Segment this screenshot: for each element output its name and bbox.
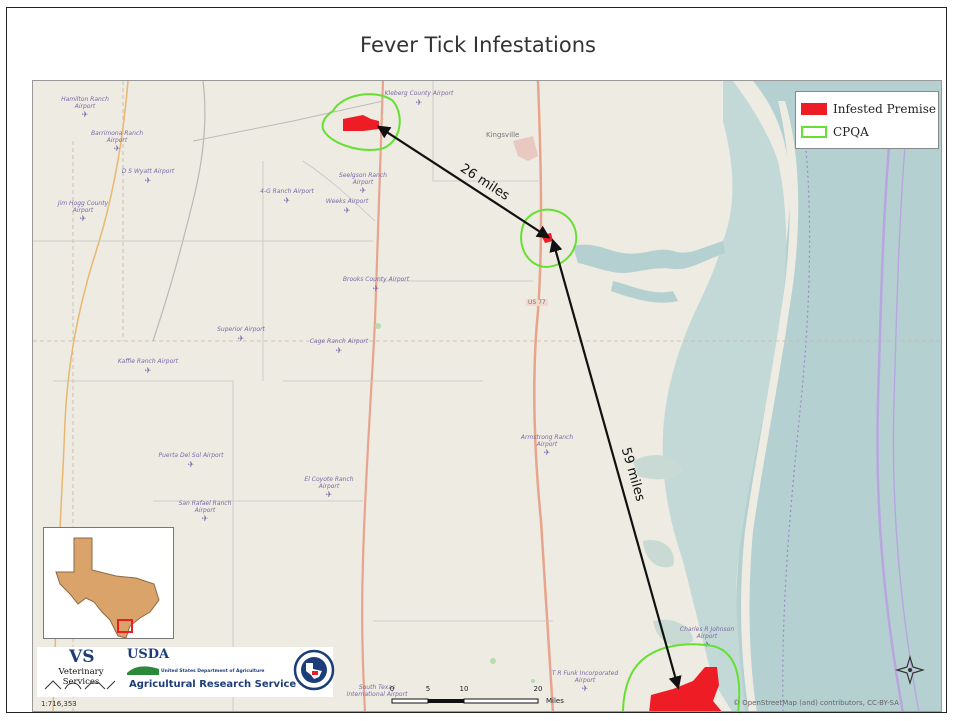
airplane-icon: ✈ <box>335 345 343 355</box>
airplane-icon: ✈ <box>415 97 423 107</box>
texas-locator-inset <box>43 527 174 639</box>
infested-premise-north <box>343 115 379 131</box>
airplane-icon: ✈ <box>359 186 367 195</box>
airplane-icon: ✈ <box>201 514 209 523</box>
distance-arrow-59 <box>549 238 682 690</box>
airport-label: Seelgson Ranch Airport✈ <box>328 172 398 195</box>
usda-swoosh-icon <box>127 666 159 675</box>
map-legend: Infested Premise CPQA <box>795 91 939 149</box>
scale-bar: 0 5 10 20 Miles <box>389 685 564 705</box>
airport-label: Puerta Del Sol Airport✈ <box>156 452 226 469</box>
airport-label: Barrimona Ranch Airport✈ <box>82 130 152 153</box>
agency-logos: VS Veterinary Services USDA United State… <box>37 647 335 697</box>
airplane-icon: ✈ <box>144 175 152 185</box>
airport-label: Cage Ranch Airport✈ <box>304 338 374 355</box>
airport-label: Hamilton Ranch Airport✈ <box>50 96 120 119</box>
airplane-icon: ✈ <box>343 205 351 215</box>
airport-label: Jim Hogg County Airport✈ <box>48 200 118 223</box>
infested-premise-south <box>649 667 722 711</box>
legend-swatch-fill <box>801 103 827 115</box>
airport-label: 4-G Ranch Airport✈ <box>252 188 322 205</box>
legend-item-infested: Infested Premise <box>801 102 936 116</box>
airplane-icon: ✈ <box>144 365 152 375</box>
airplane-icon: ✈ <box>372 283 380 293</box>
distance-arrow-26 <box>376 125 551 239</box>
airplane-icon: ✈ <box>81 110 89 119</box>
airplane-icon: ✈ <box>325 490 333 499</box>
map-title: Fever Tick Infestations <box>360 33 596 57</box>
airplane-icon: ✈ <box>187 459 195 469</box>
airplane-icon: ✈ <box>237 333 245 343</box>
usda-ars-logo: USDA United States Department of Agricul… <box>127 647 297 690</box>
airport-label: Armstrong Ranch Airport✈ <box>512 434 582 457</box>
airport-label: San Rafael Ranch Airport✈ <box>170 500 240 523</box>
airport-label: Superior Airport✈ <box>206 326 276 343</box>
airport-label: Kleberg County Airport✈ <box>384 90 454 107</box>
airport-label: D S Wyatt Airport✈ <box>113 168 183 185</box>
airport-label: Kaffie Ranch Airport✈ <box>113 358 183 375</box>
road-shield: US 77 <box>526 299 548 306</box>
texas-animal-health-seal-icon <box>293 649 335 691</box>
laguna-water <box>662 81 787 711</box>
map-area[interactable]: Hamilton Ranch Airport✈ Barrimona Ranch … <box>32 80 942 712</box>
barrier-island <box>741 101 799 711</box>
airplane-icon: ✈ <box>79 214 87 223</box>
legend-swatch-outline <box>801 126 827 138</box>
gulf-water <box>733 81 941 711</box>
veterinary-services-logo: VS Veterinary Services <box>41 647 119 693</box>
airport-label: Brooks County Airport✈ <box>342 276 410 293</box>
airplane-icon: ✈ <box>283 195 291 205</box>
airport-label: Weeks Airport✈ <box>312 198 382 215</box>
airport-label: South Texas International Airport <box>346 684 408 698</box>
infestation-overlay <box>321 93 741 711</box>
livestock-art-icon <box>44 680 116 690</box>
legend-item-cpqa: CPQA <box>801 125 869 139</box>
airplane-icon: ✈ <box>543 448 551 457</box>
texas-shape <box>55 537 160 639</box>
scale-bar-graphic <box>391 698 539 704</box>
scale-ratio: 1:716,353 <box>41 700 77 708</box>
airplane-icon: ✈ <box>113 144 121 153</box>
north-arrow-compass-icon <box>895 655 925 685</box>
osm-attribution[interactable]: © OpenStreetMap (and) contributors, CC-B… <box>733 699 899 707</box>
airport-label: El Coyote Ranch Airport✈ <box>294 476 364 499</box>
